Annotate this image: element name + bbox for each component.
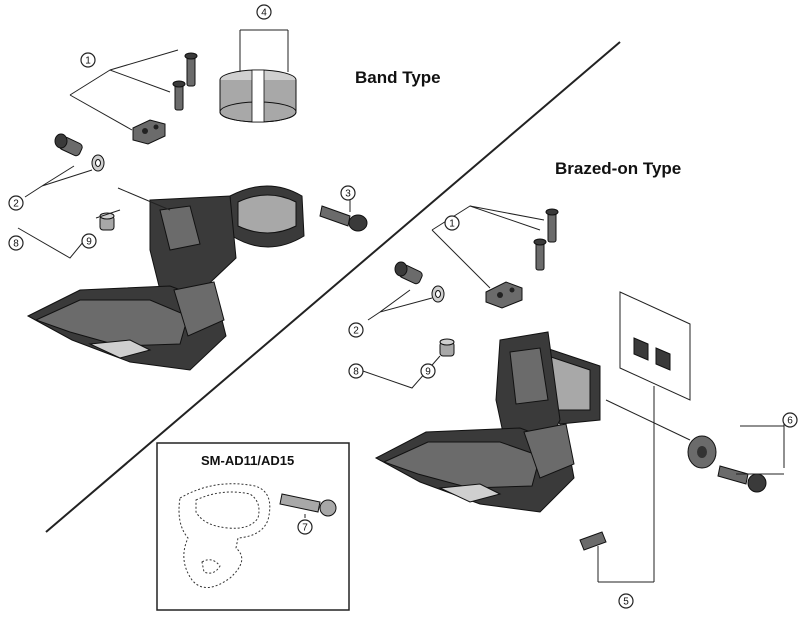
brazed-adjust-screw-part xyxy=(394,261,445,303)
callout-6-brazed: 6 xyxy=(782,412,798,428)
svg-text:1: 1 xyxy=(85,56,91,67)
callout-8-brazed: 8 xyxy=(348,363,364,379)
callout-9-band: 9 xyxy=(81,233,97,249)
svg-text:2: 2 xyxy=(353,326,359,337)
adapter-clamp-outline xyxy=(178,483,271,588)
callout-3-band: 3 xyxy=(340,185,356,201)
adapter-pads-part xyxy=(619,291,691,401)
callout-5-brazed: 5 xyxy=(618,593,634,609)
brazed-bushing-part xyxy=(439,338,455,357)
band-clamp-part xyxy=(219,69,297,123)
callout-8-band: 8 xyxy=(8,235,24,251)
band-type-title: Band Type xyxy=(355,68,441,87)
section-divider xyxy=(45,41,621,533)
clamp-bolt-part xyxy=(319,205,368,232)
brazed-type-title: Brazed-on Type xyxy=(555,159,681,178)
band-derailleur-body xyxy=(26,185,305,371)
spacer-pin-part xyxy=(579,531,607,551)
brazed-bolt-part xyxy=(687,435,767,493)
callout-1-brazed: 1 xyxy=(444,215,460,231)
inset-title: SM-AD11/AD15 xyxy=(201,453,294,468)
svg-text:6: 6 xyxy=(787,416,793,427)
callout-4-band: 4 xyxy=(256,4,272,20)
inset-box xyxy=(156,442,350,611)
mounting-bolts-part xyxy=(132,52,198,145)
bushing-part xyxy=(99,212,115,231)
svg-text:9: 9 xyxy=(86,237,92,248)
brazed-mounting-bolts-part xyxy=(485,208,559,309)
adjust-screw-part xyxy=(54,133,105,172)
callout-2-brazed: 2 xyxy=(348,322,364,338)
brazed-derailleur-body xyxy=(374,331,601,513)
svg-text:5: 5 xyxy=(623,597,629,608)
svg-text:1: 1 xyxy=(449,219,455,230)
adapter-bolt-part xyxy=(279,493,337,517)
callout-9-brazed: 9 xyxy=(420,363,436,379)
svg-text:2: 2 xyxy=(13,199,19,210)
callout-7-inset: 7 xyxy=(297,519,313,535)
callout-1-band: 1 xyxy=(80,52,96,68)
svg-text:3: 3 xyxy=(345,189,351,200)
svg-text:4: 4 xyxy=(261,8,267,19)
svg-text:8: 8 xyxy=(353,367,359,378)
svg-text:9: 9 xyxy=(425,367,431,378)
callout-2-band: 2 xyxy=(8,195,24,211)
svg-text:7: 7 xyxy=(302,523,308,534)
band-leader-lines xyxy=(17,29,351,259)
svg-text:8: 8 xyxy=(13,239,19,250)
